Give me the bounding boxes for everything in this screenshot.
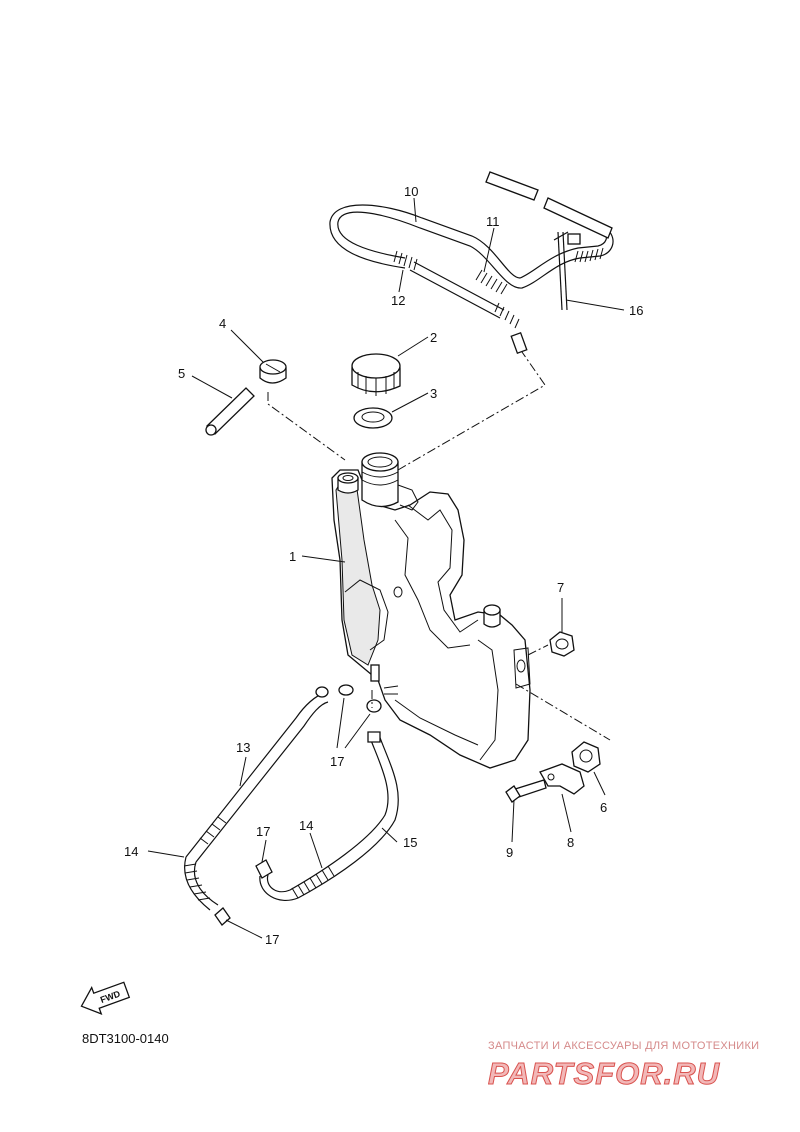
fwd-arrow: FWD [80,981,131,1016]
grommet-6 [571,741,601,773]
callout-11: 11 [486,214,500,229]
hose-15 [255,731,399,901]
callout-6: 6 [600,800,607,815]
hose-clamp [553,231,581,311]
gasket [353,407,393,429]
assembly-lines [267,351,611,741]
lower-nipple [483,604,501,628]
breather-nipple [337,472,359,494]
callout-7: 7 [557,580,564,595]
callout-4: 4 [219,316,226,331]
callout-1: 1 [289,549,296,564]
callout-8: 8 [567,835,574,850]
callout-12: 12 [391,293,405,308]
short-hose [205,387,255,436]
filler-neck [361,452,419,511]
callout-5: 5 [178,366,185,381]
callout-14-left: 14 [124,844,138,859]
bolt-9 [505,779,547,803]
watermark-tagline: ЗАПЧАСТИ И АКСЕССУАРЫ ДЛЯ МОТОТЕХНИКИ [488,1040,760,1052]
mount-bolt-7 [549,631,575,657]
outlet-clamps [338,684,399,713]
callout-15: 15 [403,835,417,850]
callout-16: 16 [629,303,643,318]
hose-13 [183,686,329,926]
callout-3: 3 [430,386,437,401]
callout-2: 2 [430,330,437,345]
breather-cap [259,359,287,384]
callout-labels: 1 2 3 4 5 6 7 8 9 10 11 12 13 14 14 15 1… [124,184,643,947]
callout-9: 9 [506,845,513,860]
callout-17-bottom: 17 [265,932,279,947]
callout-17-mid: 17 [256,824,270,839]
watermark-logo-text: PARTSFOR.RU [488,1056,721,1090]
leader-lines [147,197,625,939]
watermark-logo: PARTSFOR.RU [488,1056,721,1090]
diagram-code: 8DT3100-0140 [82,1031,169,1046]
reservoir-tank [331,469,531,769]
callout-17-center: 17 [330,754,344,769]
bracket-8 [539,763,585,795]
radiator-cap [351,353,401,396]
overflow-hose [329,201,614,355]
callout-10: 10 [404,184,418,199]
drain-hose-top [485,171,613,239]
callout-13: 13 [236,740,250,755]
callout-14-right: 14 [299,818,313,833]
